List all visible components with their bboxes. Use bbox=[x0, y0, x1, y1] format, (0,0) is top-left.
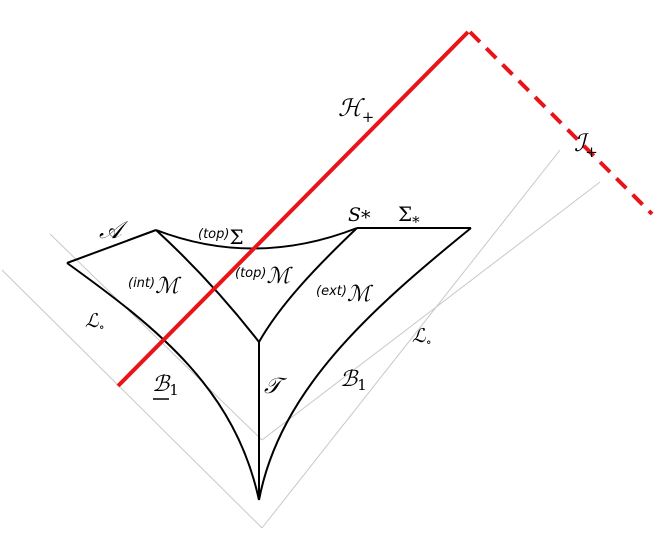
label-I-plus-main: ℐ bbox=[574, 129, 589, 157]
label-L-right: ℒ∘ bbox=[412, 325, 432, 349]
label-L-left: ℒ∘ bbox=[85, 310, 105, 334]
label-S-star: S* bbox=[348, 204, 371, 229]
label-L-right-sub: ∘ bbox=[426, 335, 432, 349]
guide-left-inner bbox=[49, 233, 263, 441]
label-int-M-sup: (int) bbox=[128, 276, 155, 291]
label-H-plus-sub: + bbox=[362, 108, 375, 126]
label-ext-M-sup: (ext) bbox=[316, 284, 347, 299]
label-top-M: (top)ℳ bbox=[235, 264, 293, 289]
curve-right-B1 bbox=[258, 227, 472, 501]
label-top-M-sup: (top) bbox=[235, 266, 266, 281]
guide-right-inner bbox=[261, 181, 601, 441]
label-S-star-sub: * bbox=[361, 207, 371, 229]
label-top-sigma-sup: (top) bbox=[198, 227, 229, 242]
label-S-star-main: S bbox=[348, 204, 361, 226]
label-B1-underline-sub: 1 bbox=[169, 381, 179, 399]
label-int-M: (int)ℳ bbox=[128, 274, 182, 299]
label-L-left-sub: ∘ bbox=[99, 320, 105, 334]
label-Sigma-star-sub: * bbox=[412, 213, 420, 231]
curve-interior-right bbox=[258, 227, 358, 343]
label-A: 𝒜 bbox=[99, 216, 129, 244]
curve-interior-left bbox=[155, 229, 260, 343]
label-B1-right-main: ℬ bbox=[340, 367, 359, 392]
label-top-M-main: ℳ bbox=[266, 264, 293, 289]
label-B1-underline: ℬ1 bbox=[152, 372, 179, 400]
label-B1-right: ℬ1 bbox=[340, 367, 367, 394]
null-infinity-I-plus bbox=[468, 30, 654, 216]
label-Sigma-star: Σ* bbox=[398, 202, 420, 231]
label-ext-M: (ext)ℳ bbox=[316, 282, 374, 307]
curve-left-B1-underline bbox=[66, 262, 260, 501]
label-T: 𝒯 bbox=[264, 374, 288, 399]
horizon-H-plus bbox=[116, 30, 470, 388]
label-int-M-main: ℳ bbox=[155, 274, 182, 299]
label-B1-underline-main: ℬ bbox=[152, 372, 171, 397]
guide-left-outer bbox=[1, 269, 263, 529]
label-Sigma-star-main: Σ bbox=[398, 202, 412, 226]
label-H-plus: ℋ+ bbox=[338, 94, 374, 126]
guide-lines bbox=[1, 149, 601, 529]
guide-right-outer bbox=[261, 149, 561, 529]
svg-text:ℬ1: ℬ1 bbox=[152, 372, 179, 399]
label-I-plus-sub: + bbox=[585, 143, 598, 161]
label-ext-M-main: ℳ bbox=[347, 282, 374, 307]
label-L-right-main: ℒ bbox=[412, 325, 427, 347]
label-I-plus: ℐ+ bbox=[574, 129, 598, 161]
label-top-sigma-main: Σ bbox=[229, 225, 243, 249]
label-B1-right-sub: 1 bbox=[357, 376, 367, 394]
label-H-plus-main: ℋ bbox=[338, 94, 365, 122]
label-L-left-main: ℒ bbox=[85, 310, 100, 332]
label-top-sigma: (top)Σ bbox=[198, 225, 244, 249]
boundary-A bbox=[66, 229, 157, 264]
